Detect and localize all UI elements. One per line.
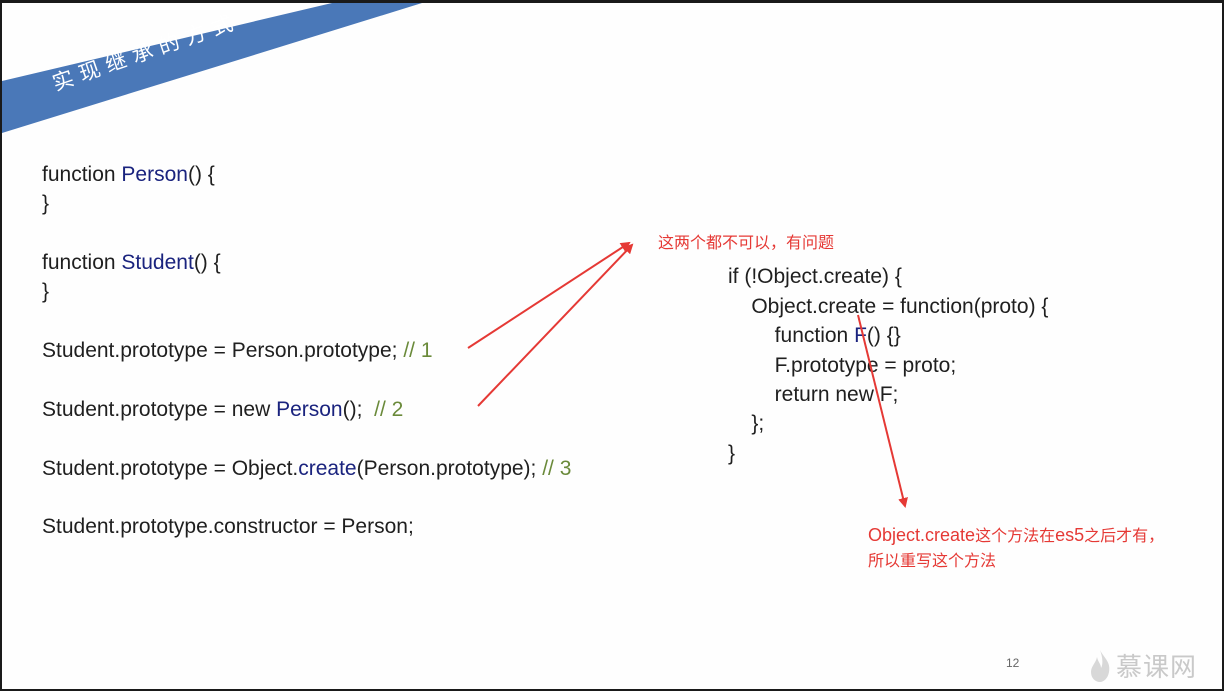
code-line-close-brace: }: [42, 280, 50, 303]
polyfill-line-prototype: F.prototype = proto;: [728, 354, 957, 377]
annotation-es5-note: Object.create这个方法在es5之后才有， 所以重写这个方法: [868, 525, 1165, 570]
imooc-logo: 慕课网: [1088, 647, 1197, 684]
slide-title: 实现继承的方式: [49, 8, 243, 96]
polyfill-line-close-outer: }: [728, 442, 736, 465]
student-identifier: Student: [121, 251, 194, 274]
code-line-option-2: Student.prototype = new Person(); // 2: [42, 398, 404, 421]
code-line-option-3: Student.prototype = Object.create(Person…: [42, 457, 572, 480]
polyfill-line-function-f: function F() {}: [728, 324, 901, 347]
code-line-constructor: Student.prototype.constructor = Person;: [42, 515, 414, 538]
arrow-from-option-2: [477, 243, 634, 407]
person-identifier: Person: [121, 163, 188, 186]
page-number: 12: [1006, 656, 1020, 670]
polyfill-line-return: return new F;: [728, 383, 899, 406]
slide: 实现继承的方式 function Person() { } function S…: [2, 3, 1222, 689]
code-line-function-person: function Person() {: [42, 163, 215, 186]
polyfill-line-if: if (!Object.create) {: [728, 265, 902, 288]
comment-1: // 1: [403, 339, 433, 362]
logo-text: 慕课网: [1116, 653, 1198, 683]
code-line-close-brace: }: [42, 192, 50, 215]
comment-3: // 3: [542, 457, 572, 480]
annotation-not-allowed: 这两个都不可以，有问题: [658, 233, 835, 252]
code-line-option-1: Student.prototype = Person.prototype; //…: [42, 339, 433, 362]
polyfill-line-assign: Object.create = function(proto) {: [728, 295, 1049, 318]
code-line-function-student: function Student() {: [42, 251, 221, 274]
polyfill-line-close-inner: };: [728, 412, 765, 435]
arrow-from-option-1: [467, 241, 631, 349]
comment-2: // 2: [374, 398, 404, 421]
flame-icon: [1091, 649, 1110, 682]
